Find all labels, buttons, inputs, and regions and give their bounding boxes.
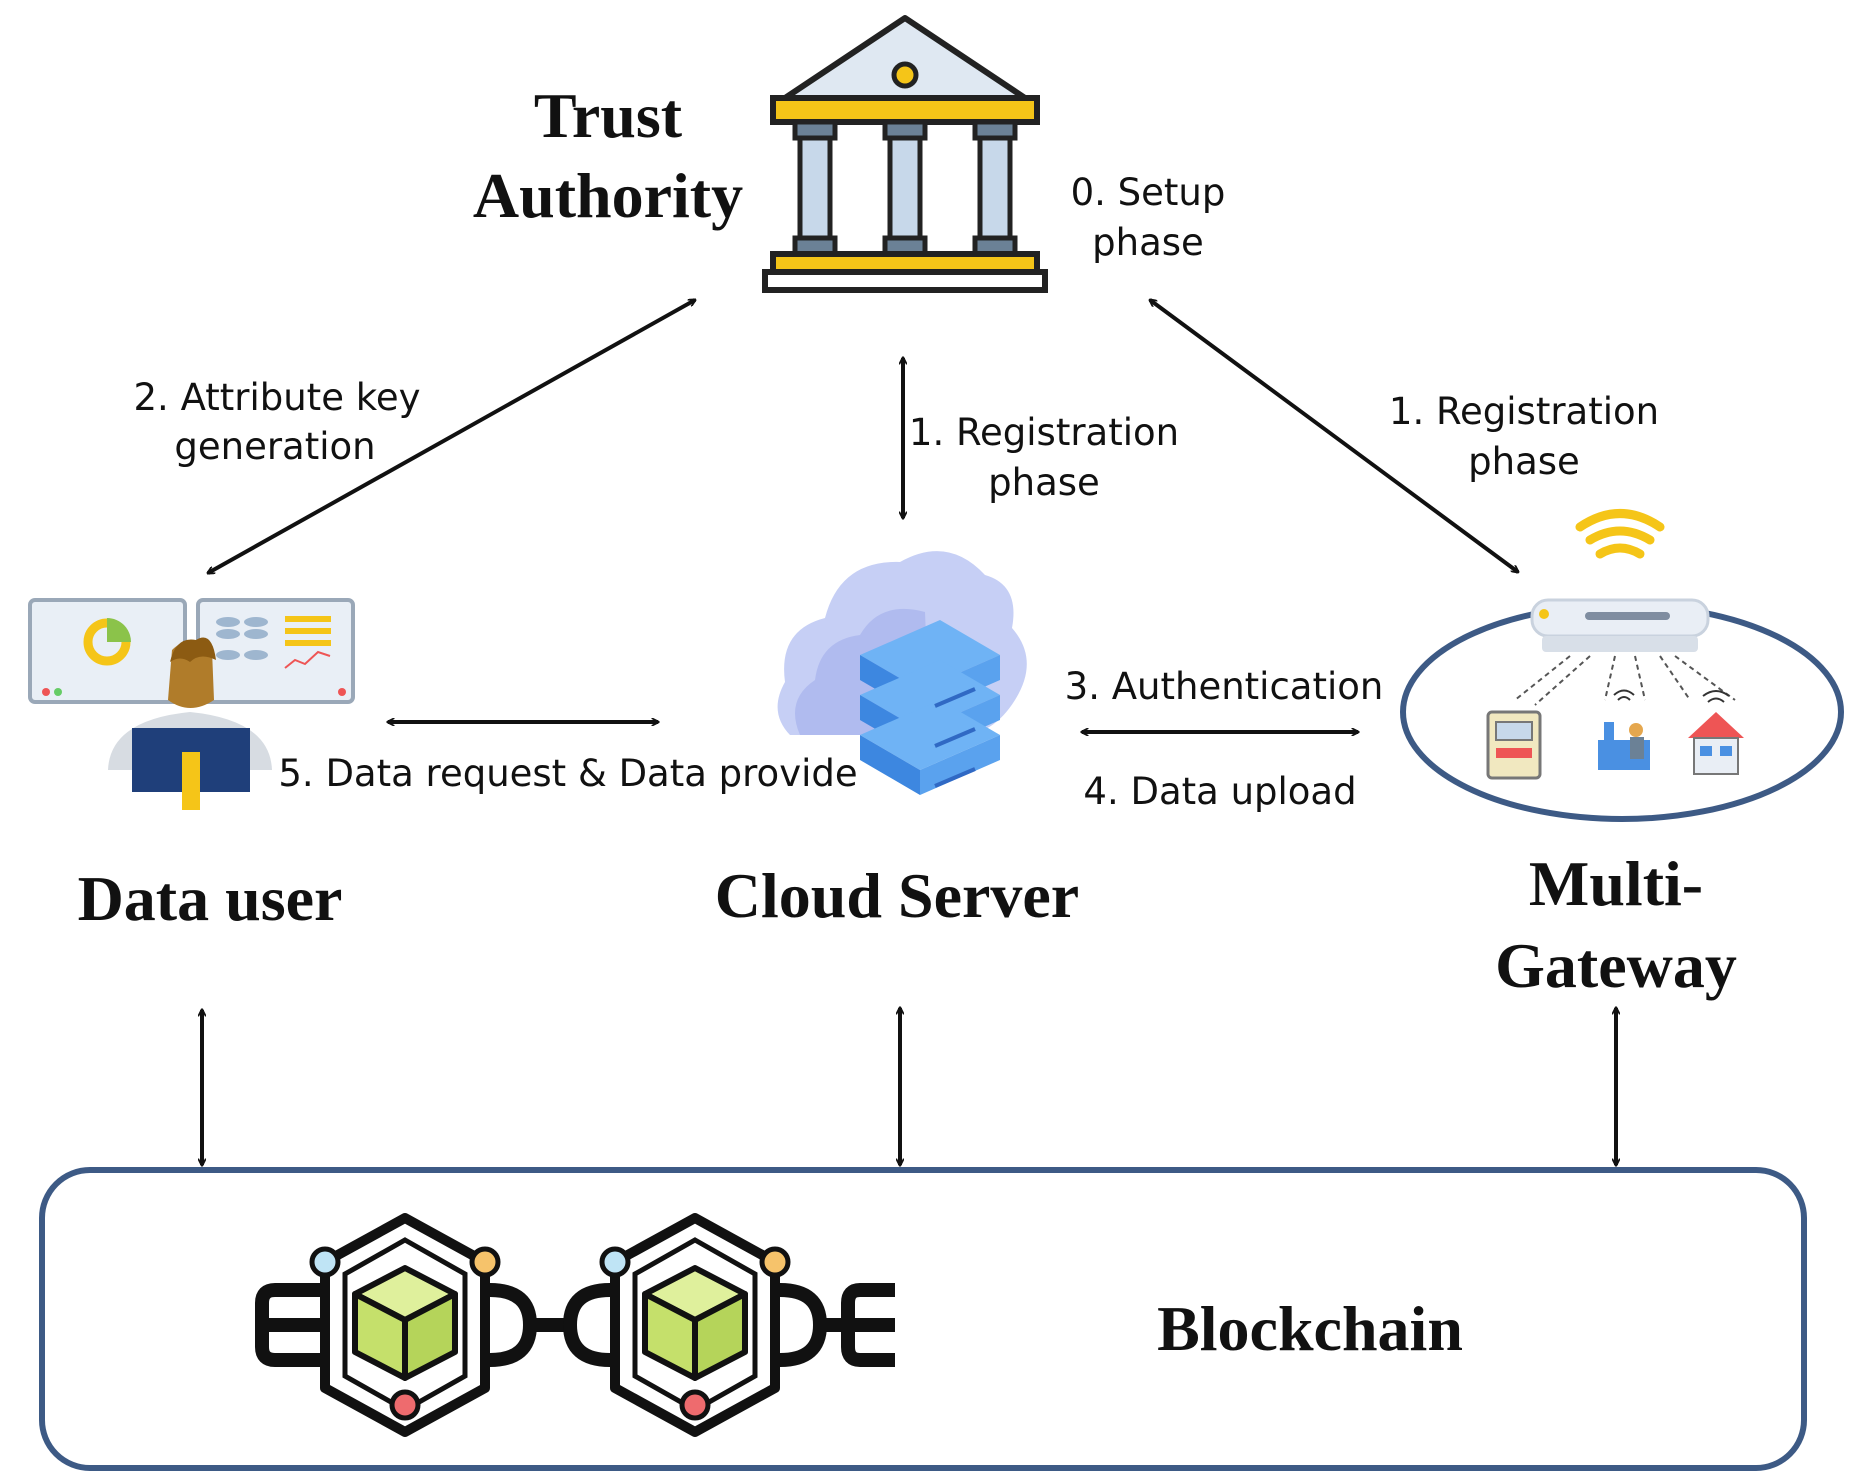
linked-blocks-icon — [255, 1213, 895, 1437]
data-upload-label: 4. Data upload — [1083, 770, 1356, 813]
arrow-ta-gateway — [1150, 300, 1518, 572]
setup-phase-label-line1: 0. Setup — [1071, 171, 1226, 214]
attribute-key-label-line1: 2. Attribute key — [134, 376, 421, 419]
setup-phase-label-line2: phase — [1092, 221, 1204, 264]
router-with-iot-devices-icon — [1486, 509, 1744, 780]
attribute-key-label-line2: generation — [174, 425, 375, 468]
registration-cloud-label-line2: phase — [988, 461, 1100, 504]
data-request-label: 5. Data request & Data provide — [278, 752, 857, 795]
registration-cloud-label-line1: 1. Registration — [909, 411, 1179, 454]
blockchain-title: Blockchain — [1157, 1293, 1463, 1364]
multi-gateway-title-line2: Gateway — [1495, 930, 1737, 1001]
bank-building-icon — [762, 15, 1048, 293]
blockchain-container — [39, 1167, 1807, 1471]
registration-gateway-label-line2: phase — [1468, 440, 1580, 483]
cloud-server-title: Cloud Server — [715, 860, 1079, 931]
trust-authority-title-line1: Trust — [534, 80, 683, 151]
cloud-server-icon — [777, 551, 1027, 795]
arrow-ta-datauser — [208, 298, 695, 575]
analyst-at-monitors-icon — [28, 598, 355, 810]
data-user-title: Data user — [78, 863, 343, 934]
authentication-label: 3. Authentication — [1065, 665, 1384, 708]
trust-authority-title-line2: Authority — [473, 160, 743, 231]
registration-gateway-label-line1: 1. Registration — [1389, 390, 1659, 433]
multi-gateway-title-line1: Multi- — [1529, 848, 1703, 919]
